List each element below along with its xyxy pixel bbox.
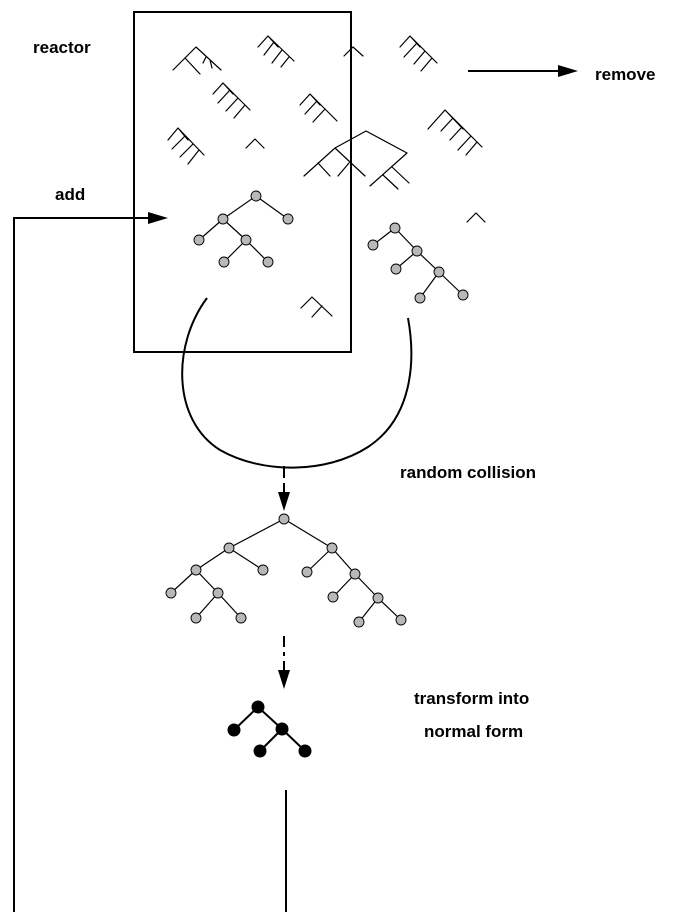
add-feedback-loop (13, 212, 287, 912)
reactor-tree-right (367, 222, 469, 304)
random-collision-label: random collision (400, 463, 536, 482)
reactor-box (133, 11, 352, 353)
reactor-label: reactor (33, 38, 91, 57)
reactor-tree-left (193, 190, 294, 268)
reactor-expressions (167, 35, 486, 318)
collision-curve (181, 297, 413, 469)
transform-arrow (278, 636, 290, 689)
add-label: add (55, 185, 85, 204)
remove-arrow (468, 65, 578, 77)
transform-label-line1: transform into (414, 689, 529, 708)
remove-label: remove (595, 65, 655, 84)
collision-arrow (278, 466, 290, 511)
collided-tree (165, 513, 407, 628)
transform-label-line2: normal form (424, 722, 523, 741)
normal-form-tree (227, 700, 312, 758)
